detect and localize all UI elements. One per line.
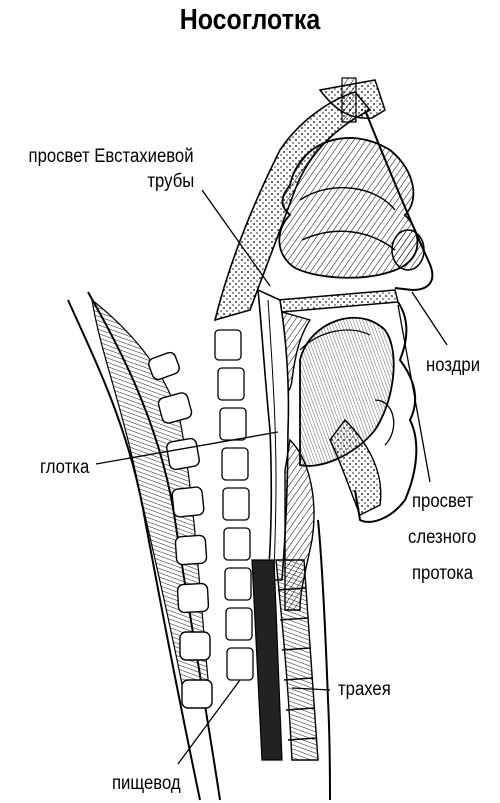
label-trachea: трахея	[338, 678, 391, 702]
label-tear-duct-1: просвет	[412, 490, 473, 514]
label-esophagus: пищевод	[112, 772, 181, 796]
label-eustachian-tube-1: просвет Евстахиевой	[29, 145, 194, 169]
esophagus-tube	[252, 560, 282, 760]
mandible	[330, 420, 381, 515]
label-tear-duct-3: протока	[412, 562, 473, 586]
trachea-tube	[276, 560, 318, 760]
label-pharynx: глотка	[40, 456, 89, 480]
nostril-vestibule	[392, 230, 424, 270]
vertebral-bodies	[215, 330, 253, 680]
nasal-septum-strip	[342, 78, 356, 122]
label-eustachian-tube-2: трубы	[147, 170, 194, 194]
label-tear-duct-2: слезного	[408, 526, 476, 550]
label-nostrils: ноздри	[426, 354, 480, 378]
neck-front	[318, 520, 330, 800]
hard-palate	[278, 290, 398, 312]
